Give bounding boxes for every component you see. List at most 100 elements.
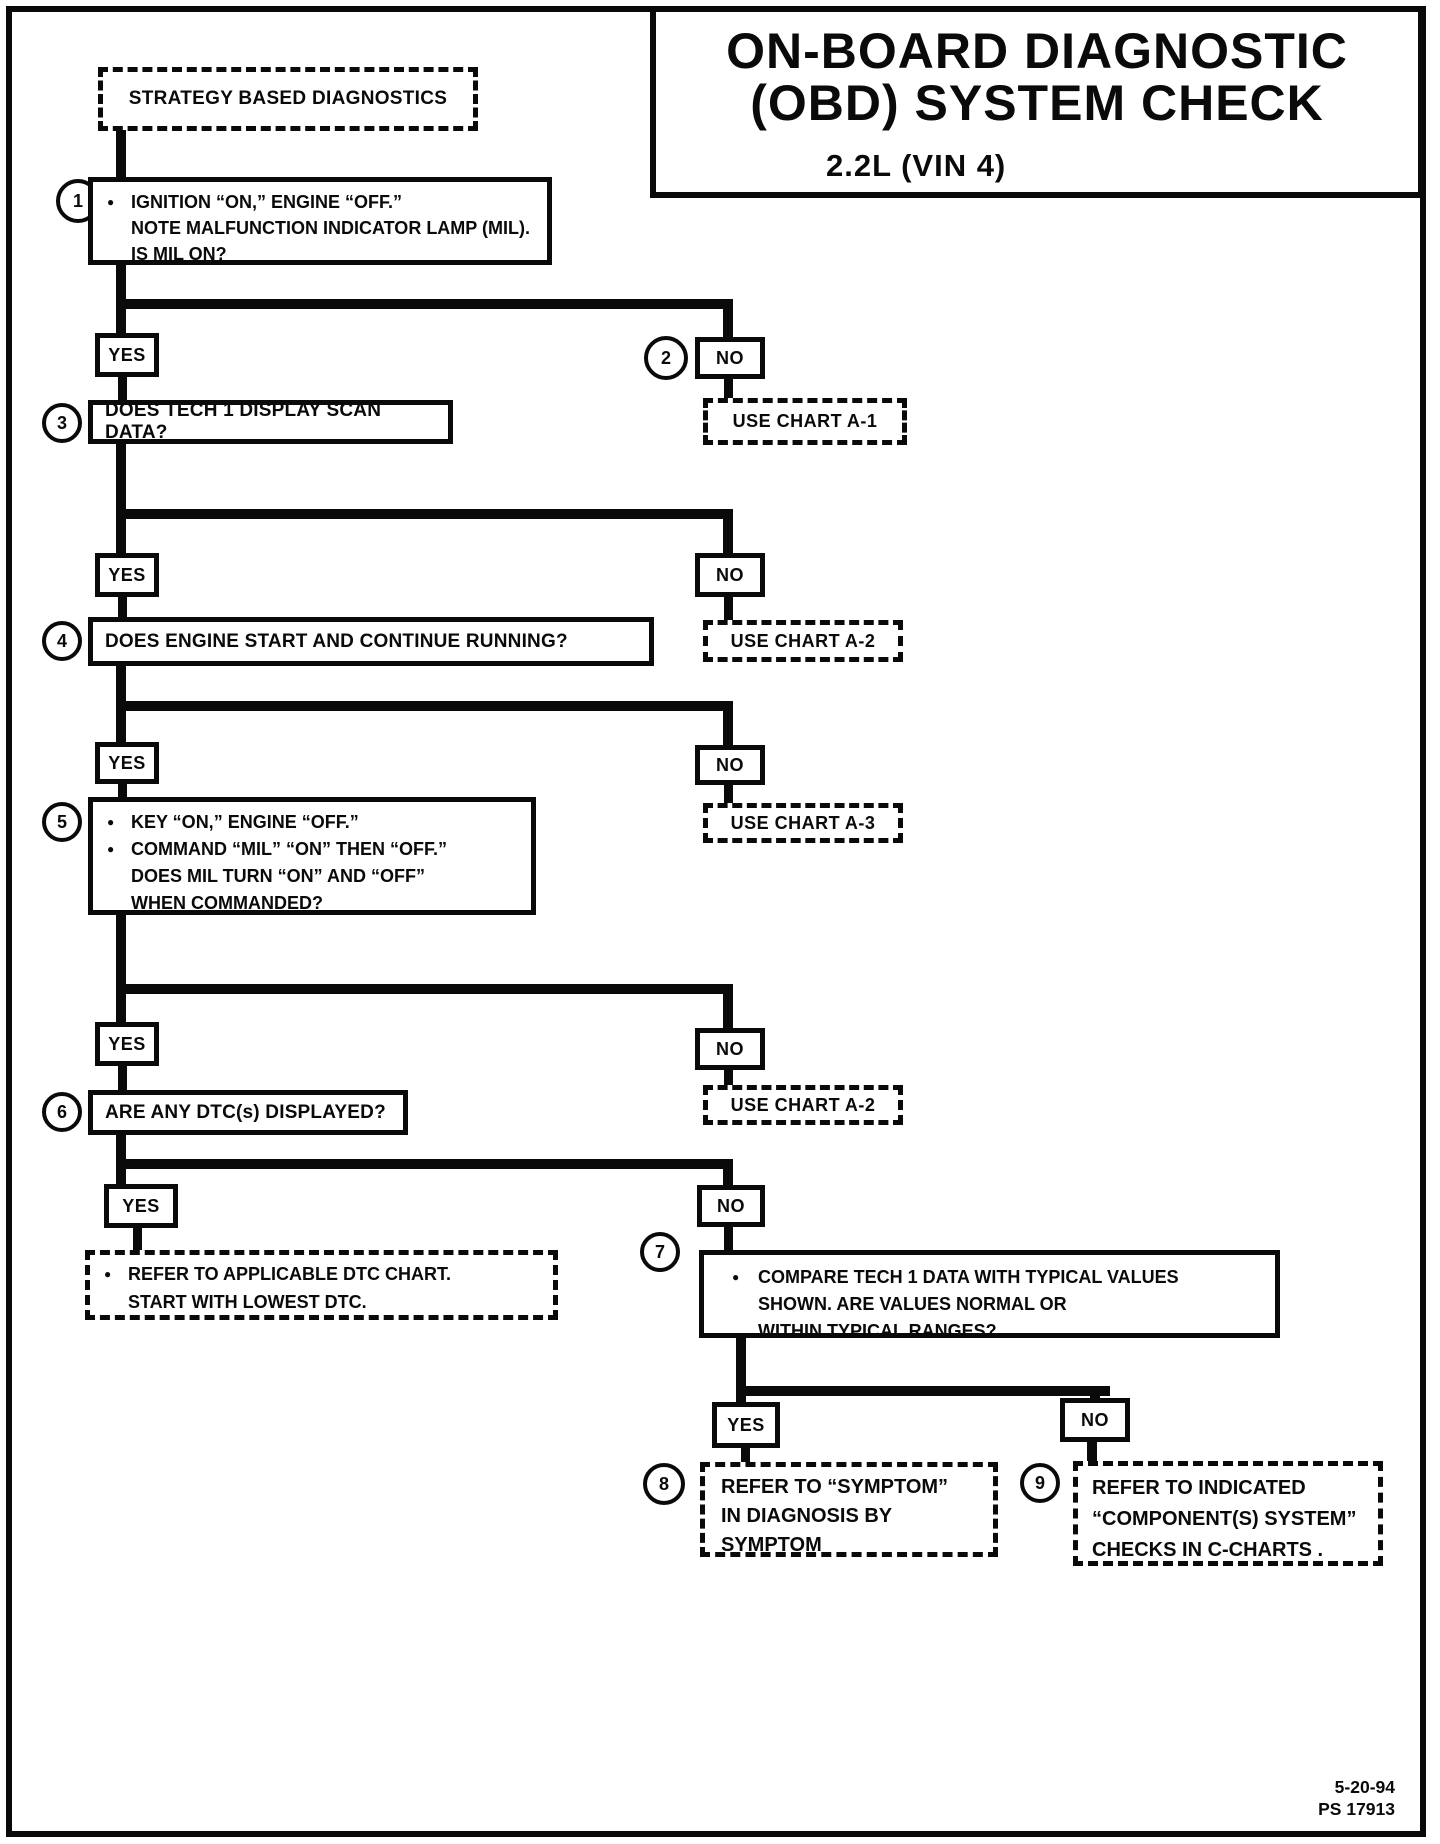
bullet-icon: ●: [732, 1270, 740, 1284]
step-number-8-label: 8: [658, 1473, 669, 1494]
step-number-3-label: 3: [56, 412, 67, 433]
step5-line3: DOES MIL TURN “ON” AND “OFF”: [131, 866, 425, 886]
step9-line2: “COMPONENT(S) SYSTEM”: [1092, 1508, 1357, 1530]
bullet-icon: ●: [107, 842, 115, 856]
step1-line1: IGNITION “ON,” ENGINE “OFF.”: [131, 192, 403, 212]
yes-text: YES: [108, 1033, 146, 1054]
no-label-4: NO: [695, 1028, 765, 1070]
decision-box-step1: ● IGNITION “ON,” ENGINE “OFF.” NOTE MALF…: [88, 177, 552, 265]
step1-line3: IS MIL ON?: [131, 244, 227, 264]
connector-yes3-step5: [118, 782, 127, 799]
engine-subtitle: 2.2L (VIN 4): [826, 148, 1007, 183]
no-text: NO: [716, 564, 744, 585]
connector-no6-step9: [1087, 1440, 1097, 1464]
connector-branch6-yes: [736, 1386, 746, 1404]
no-text: NO: [1081, 1409, 1109, 1430]
connector-strategy-step1: [116, 130, 126, 179]
branch-line-3: [116, 701, 733, 711]
use-chart-a2-box: USE CHART A-2: [703, 620, 903, 662]
step8-line3: SYMPTOM: [721, 1534, 822, 1556]
connector-yes1-step3: [118, 375, 127, 402]
bullet-icon: ●: [107, 815, 115, 829]
step7-line2: SHOWN. ARE VALUES NORMAL OR: [758, 1294, 1067, 1314]
connector-branch2-no: [723, 509, 733, 555]
bullet-icon: ●: [107, 195, 115, 209]
connector-step1-yes: [116, 261, 126, 335]
step-number-7: 7: [640, 1232, 680, 1272]
footer-date: 5-20-94: [1334, 1777, 1395, 1797]
step-number-6: 6: [42, 1092, 82, 1132]
step9-line1: REFER TO INDICATED: [1092, 1477, 1306, 1499]
yes-label-5: YES: [104, 1184, 178, 1228]
step-number-7-label: 7: [654, 1241, 665, 1262]
step-number-8: 8: [643, 1463, 685, 1505]
connector-no1-chart-a1: [724, 377, 733, 400]
dtc-result-line2: START WITH LOWEST DTC.: [128, 1292, 367, 1312]
bullet-icon: ●: [104, 1267, 112, 1281]
step3-text: DOES TECH 1 DISPLAY SCAN DATA?: [105, 400, 382, 443]
dtc-result-box: ● REFER TO APPLICABLE DTC CHART. START W…: [85, 1250, 558, 1320]
connector-step3-yes: [116, 442, 126, 555]
use-chart-a2-repeat-text: USE CHART A-2: [730, 1094, 876, 1115]
no-text: NO: [716, 754, 744, 775]
step-number-3: 3: [42, 403, 82, 443]
connector-no3-chart-a3: [724, 783, 733, 805]
branch-line-4: [116, 984, 733, 994]
step-number-4-label: 4: [56, 630, 67, 651]
connector-yes2-step4: [118, 595, 127, 619]
use-chart-a3-box: USE CHART A-3: [703, 803, 903, 843]
no-label-6: NO: [1060, 1398, 1130, 1442]
use-chart-a1-box: USE CHART A-1: [703, 398, 907, 445]
step7-line3: WITHIN TYPICAL RANGES?: [758, 1321, 997, 1341]
connector-step5-yes: [116, 913, 126, 1024]
yes-label-1: YES: [95, 333, 159, 377]
yes-label-2: YES: [95, 553, 159, 597]
yes-label-4: YES: [95, 1022, 159, 1066]
step8-line2: IN DIAGNOSIS BY: [721, 1505, 893, 1527]
step-number-9-label: 9: [1034, 1472, 1045, 1493]
no-text: NO: [717, 1195, 745, 1216]
step8-line1: REFER TO “SYMPTOM”: [721, 1476, 949, 1498]
step5-line2: COMMAND “MIL” “ON” THEN “OFF.”: [131, 839, 447, 859]
decision-box-step4: DOES ENGINE START AND CONTINUE RUNNING?: [88, 617, 654, 666]
symptom-result-box: REFER TO “SYMPTOM” IN DIAGNOSIS BY SYMPT…: [700, 1462, 998, 1557]
use-chart-a2-text: USE CHART A-2: [730, 630, 876, 651]
footer-document-code: PS 17913: [1318, 1799, 1395, 1819]
step5-line4: WHEN COMMANDED?: [131, 893, 323, 913]
yes-text: YES: [108, 752, 146, 773]
no-text: NO: [716, 1038, 744, 1059]
branch-line-2: [116, 509, 733, 519]
use-chart-a1-text: USE CHART A-1: [732, 411, 878, 431]
connector-branch3-no: [723, 701, 733, 747]
strategy-label: STRATEGY BASED DIAGNOSTICS: [128, 88, 448, 109]
no-label-5: NO: [697, 1185, 765, 1227]
decision-box-step6: ARE ANY DTC(s) DISPLAYED?: [88, 1090, 408, 1135]
step-number-5-label: 5: [56, 811, 67, 832]
step9-line3: CHECKS IN C-CHARTS .: [1092, 1539, 1324, 1561]
title-box: ON-BOARD DIAGNOSTIC (OBD) SYSTEM CHECK 2…: [650, 6, 1424, 198]
step6-text: ARE ANY DTC(s) DISPLAYED?: [105, 1101, 386, 1123]
connector-no2-chart-a2: [724, 595, 733, 622]
step1-line2: NOTE MALFUNCTION INDICATOR LAMP (MIL).: [131, 218, 530, 238]
step-number-9: 9: [1020, 1463, 1060, 1503]
decision-box-step5: ● KEY “ON,” ENGINE “OFF.” ● COMMAND “MIL…: [88, 797, 536, 915]
no-label-3: NO: [695, 745, 765, 785]
branch-line-5: [116, 1159, 733, 1169]
step-number-1-label: 1: [72, 190, 83, 211]
step-number-2: 2: [644, 336, 688, 380]
connector-yes5-dtc-result: [133, 1226, 142, 1252]
connector-step7-down: [736, 1336, 746, 1390]
step4-text: DOES ENGINE START AND CONTINUE RUNNING?: [105, 630, 568, 652]
strategy-box: STRATEGY BASED DIAGNOSTICS: [98, 67, 478, 131]
connector-branch5-no: [723, 1159, 733, 1187]
page-title-line1: ON-BOARD DIAGNOSTIC: [726, 23, 1348, 79]
step-number-2-label: 2: [660, 347, 671, 368]
step7-line1: COMPARE TECH 1 DATA WITH TYPICAL VALUES: [758, 1267, 1179, 1287]
use-chart-a2-repeat-box: USE CHART A-2: [703, 1085, 903, 1125]
no-text: NO: [716, 347, 744, 368]
use-chart-a3-text: USE CHART A-3: [730, 812, 876, 833]
connector-branch1-no: [723, 299, 733, 339]
no-label-2: NO: [695, 553, 765, 597]
step-number-6-label: 6: [56, 1101, 67, 1122]
component-checks-result-box: REFER TO INDICATED “COMPONENT(S) SYSTEM”…: [1073, 1461, 1383, 1566]
